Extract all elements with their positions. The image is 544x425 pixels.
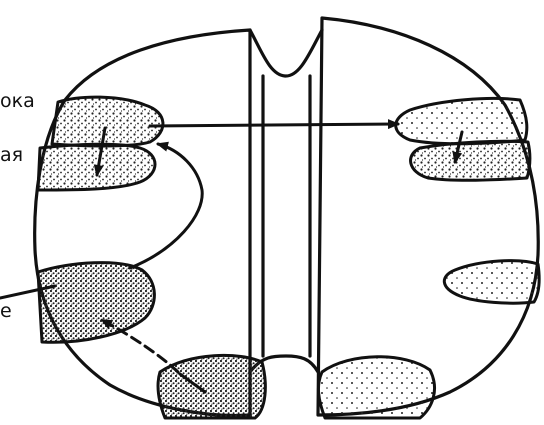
horizontal-arrow [150,124,398,126]
central-channel-top [250,30,322,76]
bottom-right-region [318,357,434,418]
left-second-lobe [38,144,155,190]
right-half-outline [318,18,538,415]
right-middle-lobe [444,261,539,304]
bottom-left-region [158,355,265,418]
left-third-lobe [38,263,154,343]
right-second-lobe [411,141,530,180]
left-upper-lobe [52,97,163,146]
